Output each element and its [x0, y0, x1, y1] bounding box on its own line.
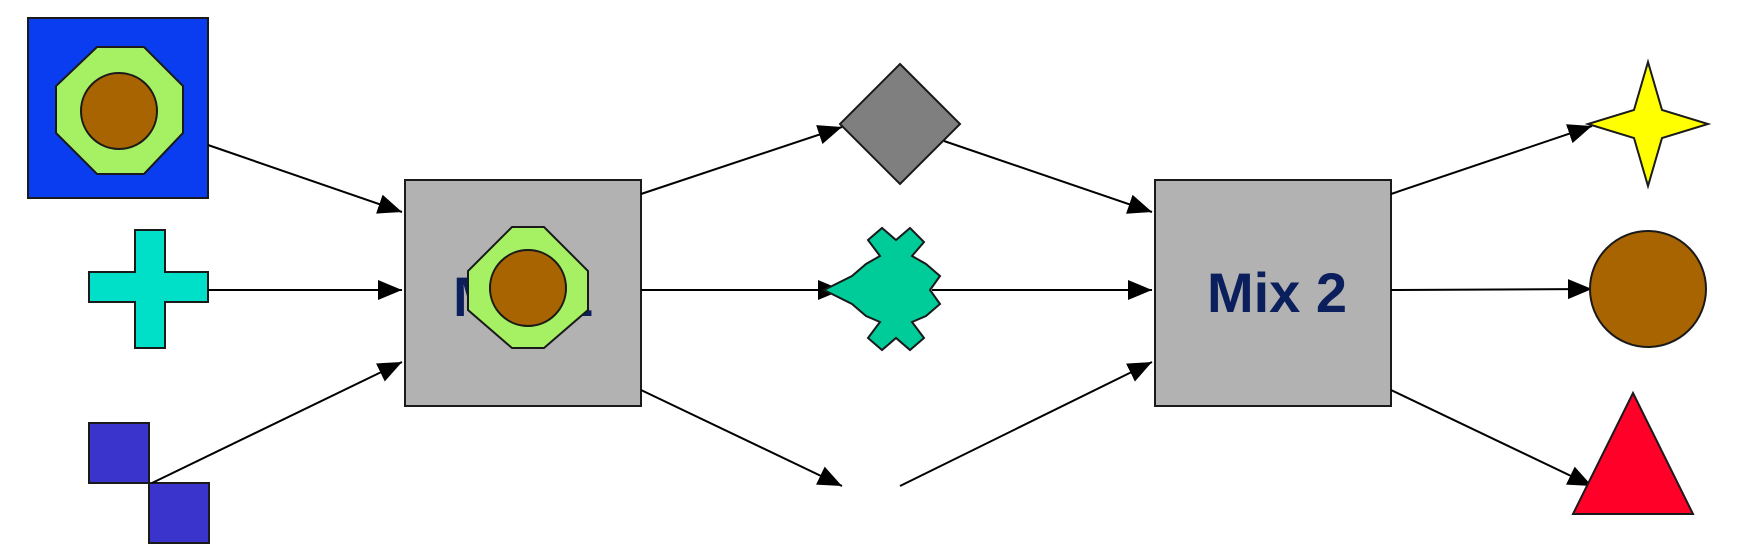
arrow-mix2-to-circle	[1390, 279, 1593, 300]
arrows-out-of-mix2	[1390, 124, 1593, 487]
checker-square-bottom-icon	[148, 482, 210, 544]
mix1-brown-circle-icon	[489, 249, 567, 327]
green-jagged-cross-icon	[821, 226, 942, 352]
arrow-input3-to-mix1	[151, 361, 403, 484]
arrows-out-of-mix1	[640, 125, 843, 487]
arrow-mix2-to-triangle	[1390, 389, 1593, 487]
input-checker-squares	[88, 422, 210, 544]
mix2-rect	[1154, 179, 1392, 407]
red-triangle-icon	[1571, 390, 1695, 515]
output-brown-circle-icon	[1589, 230, 1707, 348]
mix1-box: Mix 1	[404, 179, 642, 407]
brown-circle-icon	[80, 72, 158, 150]
arrow-mix1-to-diamond	[640, 125, 843, 195]
arrow-diamond-to-mix2	[943, 140, 1153, 214]
mix2-label: Mix 2	[1207, 261, 1347, 324]
input-blue-square-octagon	[27, 17, 209, 199]
arrows-into-mix2	[899, 140, 1153, 487]
yellow-star-icon	[1584, 58, 1712, 190]
arrow-mix2-to-star	[1390, 124, 1593, 195]
cyan-plus-icon	[88, 229, 209, 349]
gray-diamond-icon	[838, 62, 962, 186]
arrow-empty-to-mix2	[899, 361, 1153, 487]
arrow-input1-to-mix1	[207, 144, 403, 214]
arrows-into-mix1	[151, 144, 403, 484]
checker-square-top-icon	[88, 422, 150, 484]
arrow-mix1-to-empty	[640, 389, 843, 487]
mix2-box: Mix 2	[1154, 179, 1392, 407]
